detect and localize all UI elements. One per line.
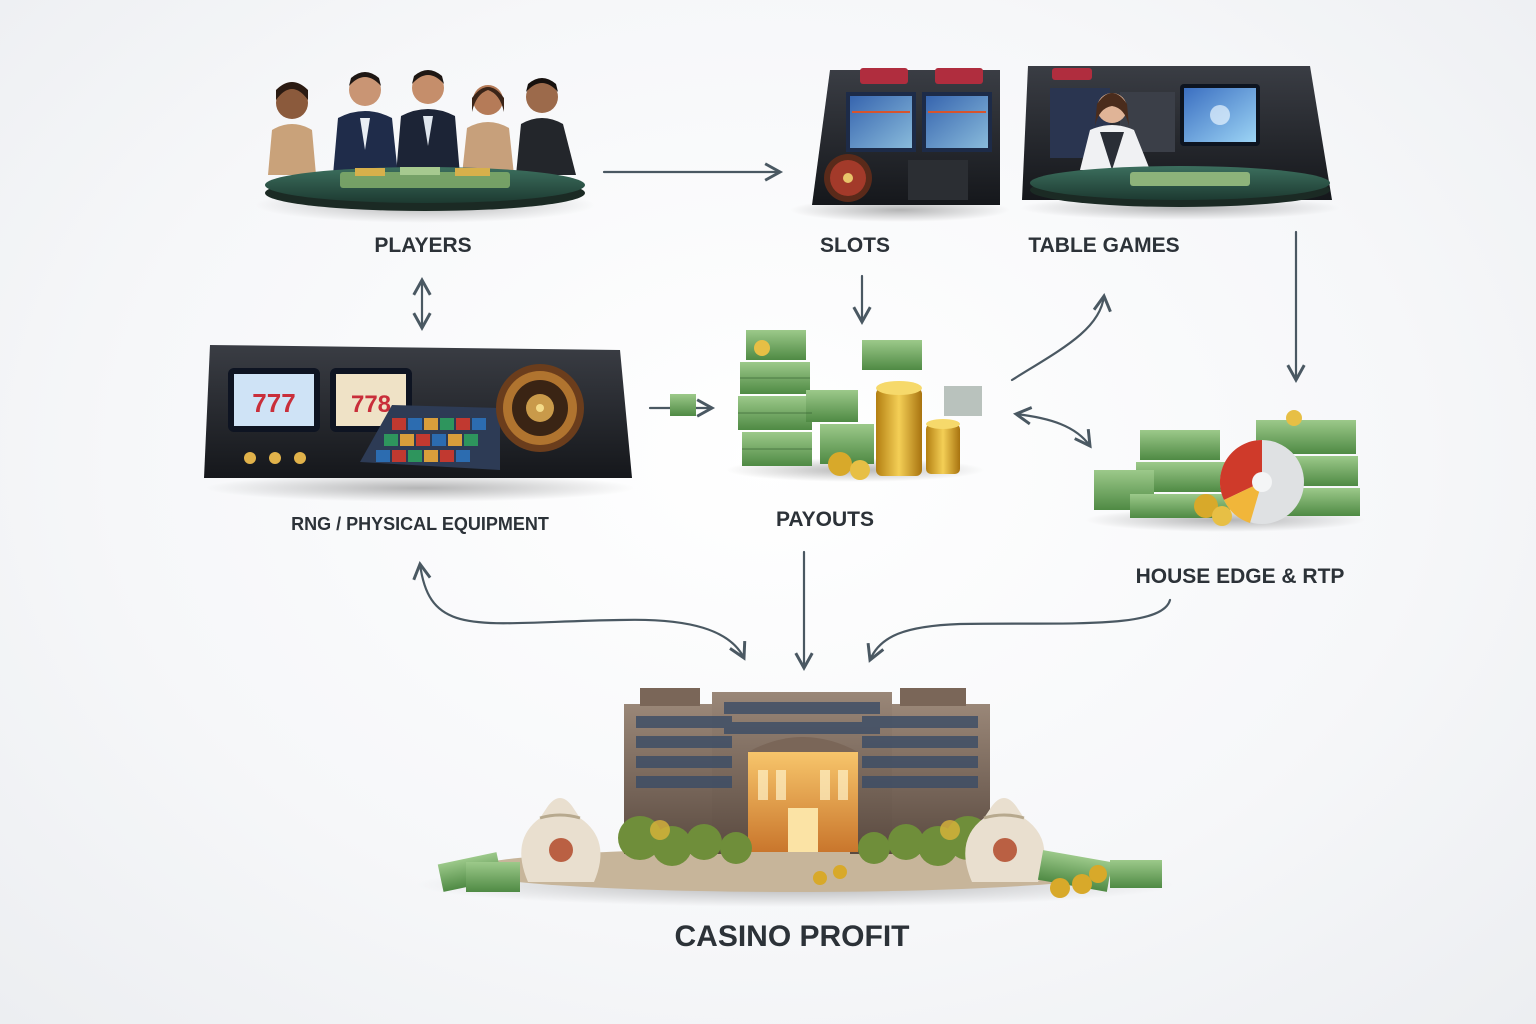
payouts-illustration (670, 330, 985, 482)
casino-profit-label: CASINO PROFIT (674, 920, 910, 953)
players-label: PLAYERS (374, 234, 472, 257)
slot-reel-left-digits: 777 (252, 388, 295, 418)
rng-equipment-label: RNG / PHYSICAL EQUIPMENT (291, 514, 549, 534)
casino-building-illustration (415, 688, 1175, 907)
slots-illustration (790, 68, 1010, 222)
house-edge-illustration (1085, 410, 1365, 532)
arrow-payouts-house-bidirectional (1012, 406, 1092, 449)
slot-reel-right-digits: 778 (351, 391, 391, 418)
payouts-label: PAYOUTS (775, 508, 875, 531)
slots-label: SLOTS (819, 234, 891, 257)
table-games-label: TABLE GAMES (1028, 234, 1180, 257)
arrow-house-to-profit (866, 598, 1172, 663)
house-edge-label: HOUSE EDGE & RTP (1135, 565, 1345, 588)
players-illustration (255, 70, 595, 223)
arrow-payouts-to-table (1010, 292, 1112, 382)
table-games-illustration (1020, 66, 1340, 220)
rng-equipment-illustration: 777 778 (204, 345, 635, 502)
arrow-profit-rng-bidirectional (412, 560, 747, 661)
